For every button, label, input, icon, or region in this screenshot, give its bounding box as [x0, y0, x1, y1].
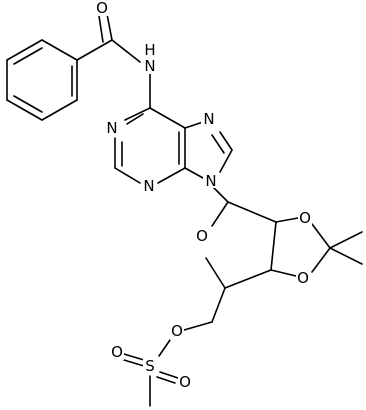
atom-label-n3: N	[143, 177, 154, 195]
bond	[219, 149, 233, 173]
bond	[311, 247, 331, 273]
bond	[224, 269, 272, 289]
bond	[219, 131, 233, 151]
bond	[126, 113, 144, 125]
bond	[211, 185, 229, 203]
bond	[13, 47, 43, 65]
bond	[158, 339, 171, 357]
bond	[157, 167, 186, 184]
bond	[124, 107, 151, 121]
bond	[211, 134, 225, 154]
bond	[227, 201, 277, 223]
bond	[275, 217, 299, 223]
bond	[76, 39, 113, 61]
atom-label-o-ester: O	[171, 322, 183, 340]
bond	[184, 167, 204, 179]
bond	[156, 376, 176, 384]
bond	[111, 39, 141, 63]
bond	[270, 221, 277, 271]
bond	[159, 371, 179, 379]
bond	[184, 121, 204, 129]
bonds	[6, 13, 363, 407]
atom-label-n7: N	[203, 110, 214, 128]
bond	[205, 257, 226, 289]
bond	[311, 223, 331, 249]
bond	[149, 107, 186, 129]
bond	[6, 39, 43, 61]
atom-label-o-ring: O	[196, 227, 208, 245]
atom-label-n-amide: N	[144, 57, 155, 75]
atom-label-n1: N	[106, 119, 117, 137]
bond	[123, 353, 145, 361]
atom-label-o-dioxolane-top: O	[299, 209, 311, 227]
bond	[183, 321, 213, 331]
atom-label-h-amide: H	[144, 41, 155, 59]
atom-label-o-sulfonyl-left: O	[111, 343, 123, 361]
bond	[123, 359, 145, 367]
bond	[114, 167, 141, 184]
atom-label-n9: N	[205, 172, 216, 190]
bond	[98, 15, 104, 43]
atom-labels: O N H N N N N O O O O S O O	[95, 0, 312, 391]
bond	[329, 247, 363, 265]
bond	[211, 287, 226, 323]
bond	[41, 99, 78, 121]
bond	[211, 201, 229, 227]
bond	[270, 269, 297, 277]
bond	[329, 231, 363, 249]
bond	[106, 13, 113, 41]
bond	[6, 99, 43, 121]
bond	[13, 95, 43, 113]
atom-label-o-carbonyl: O	[96, 0, 108, 17]
atom-label-s: S	[145, 357, 155, 375]
atom-label-o-dioxolane-bottom: O	[297, 269, 309, 287]
bond	[41, 39, 78, 61]
atom-label-o-sulfonyl-bottom: O	[179, 373, 191, 391]
